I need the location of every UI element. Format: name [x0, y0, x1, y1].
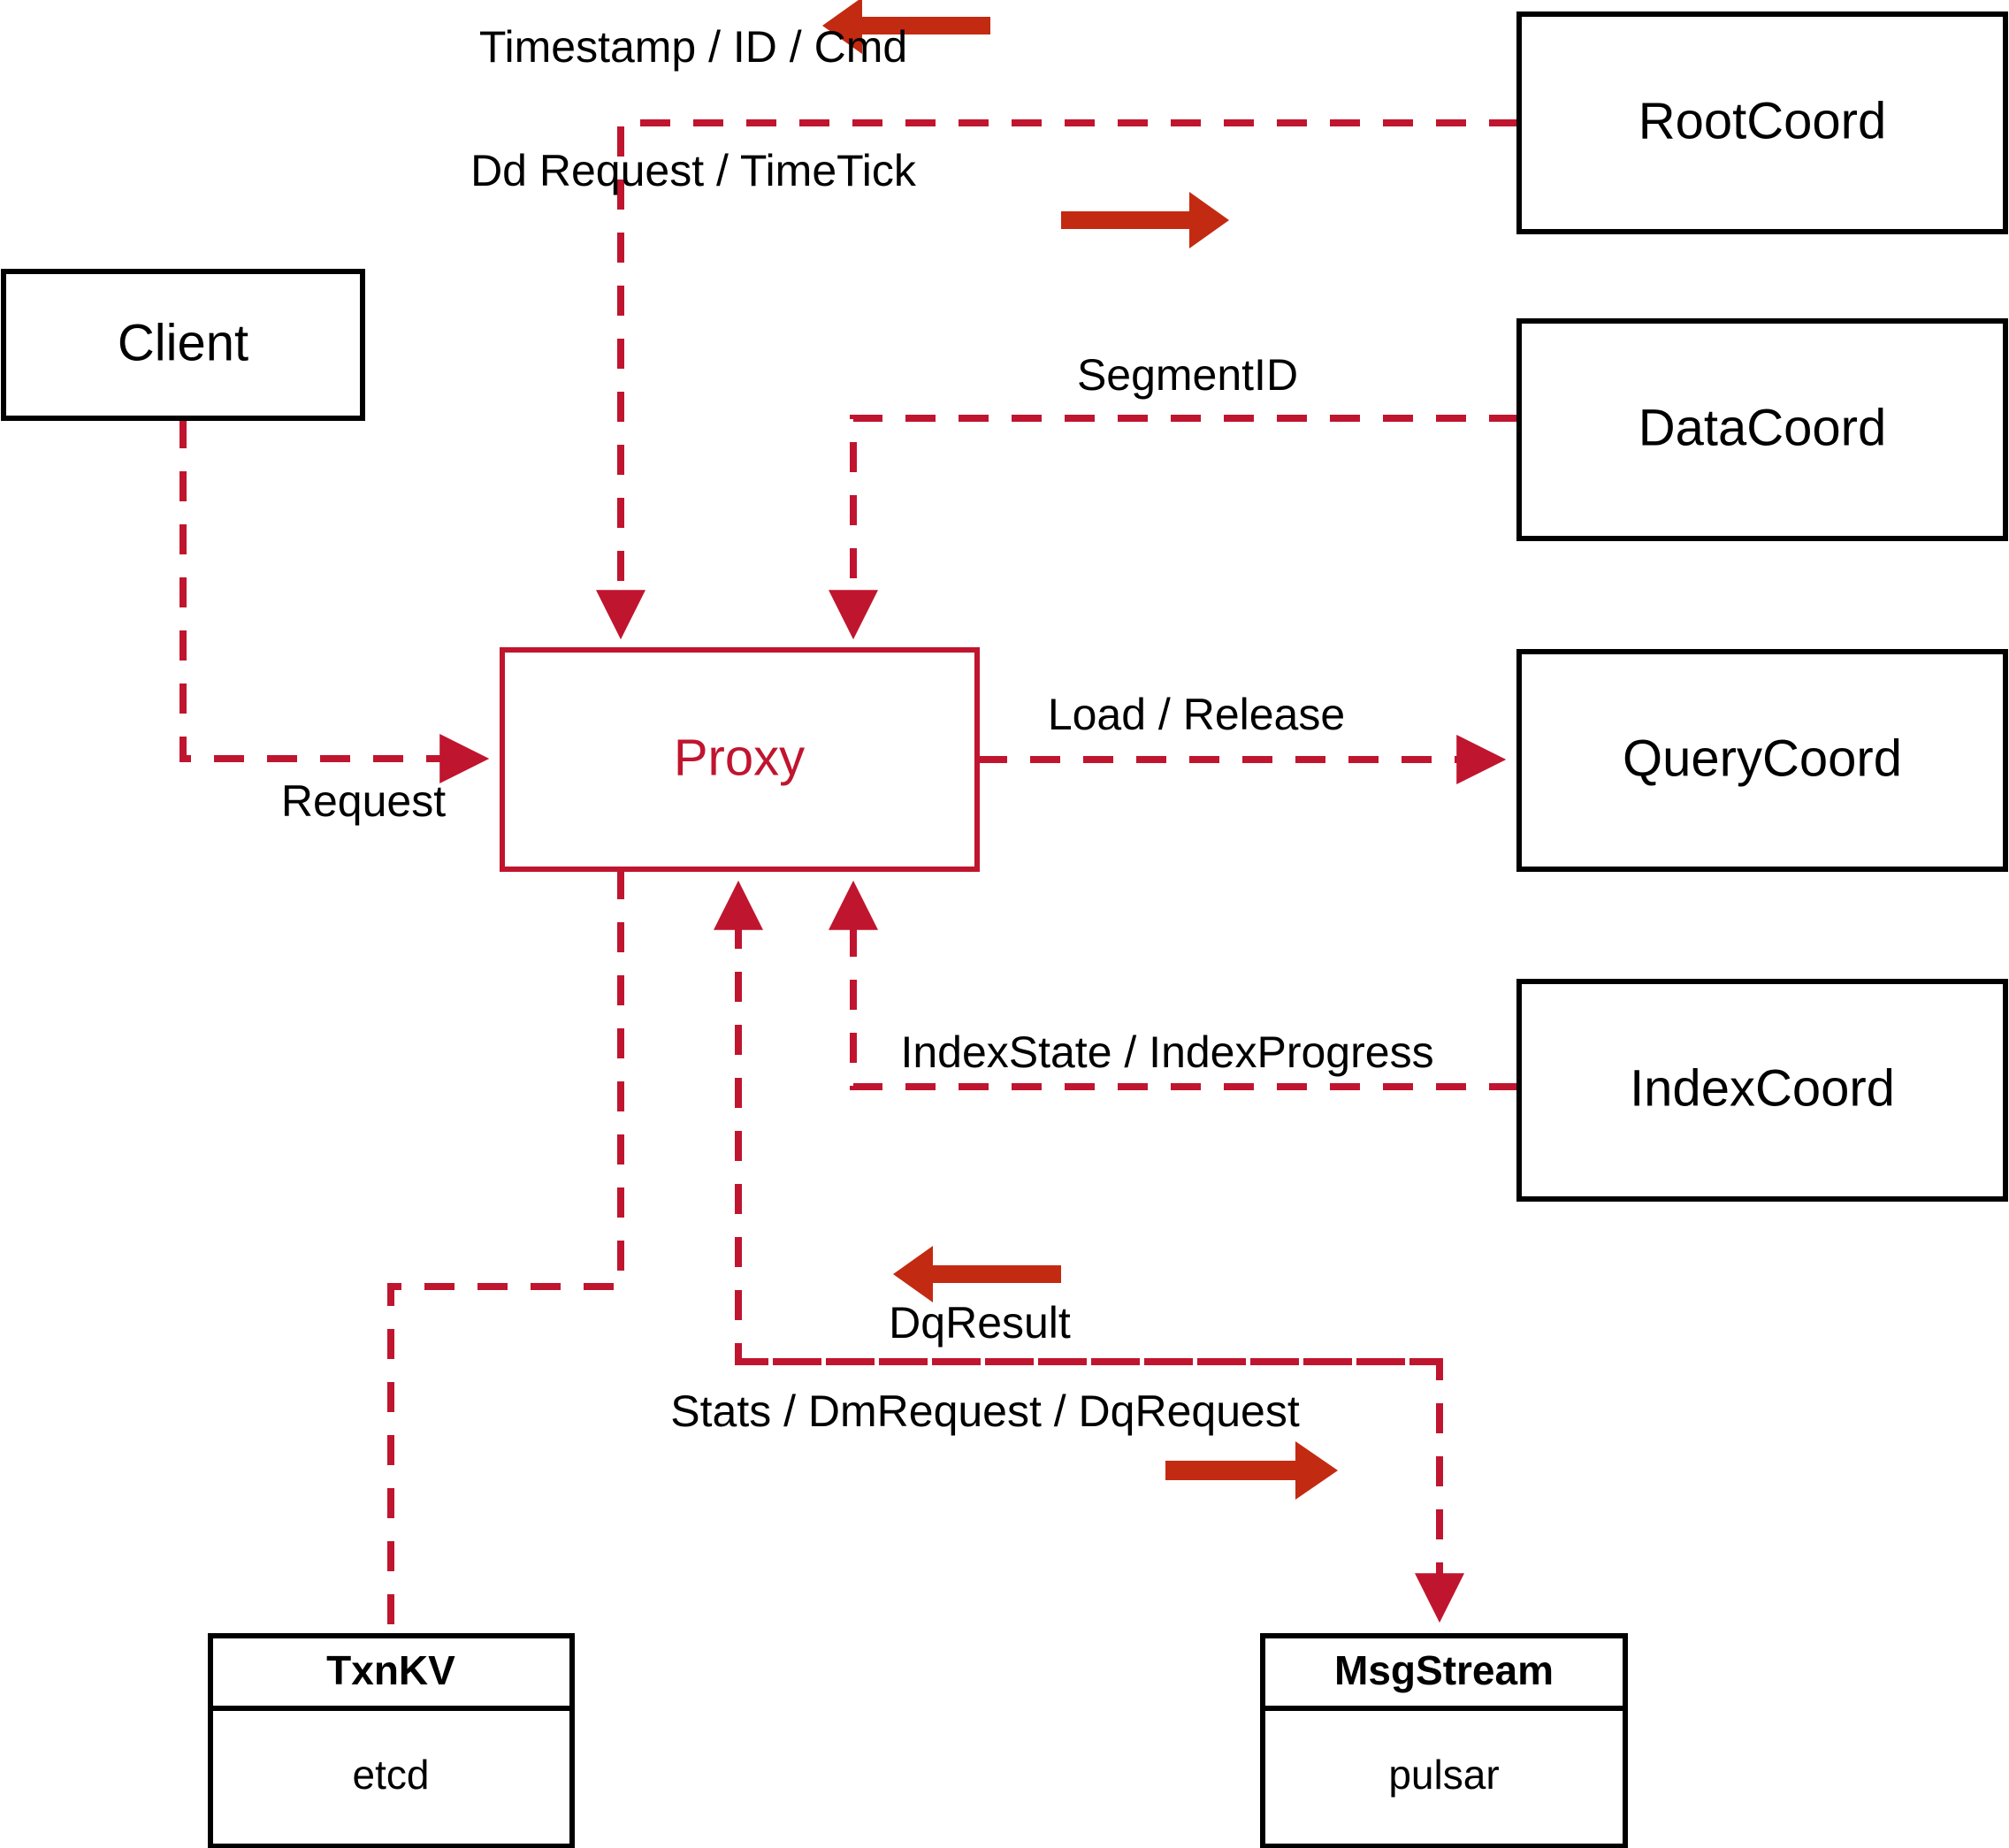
legend-arrow-ddrequest-right: [1061, 192, 1229, 248]
edge-msgstream-to-proxy: [714, 880, 1440, 1365]
edge-rootcoord-to-proxy: [596, 119, 1519, 640]
edge-proxy-to-txnkv: [387, 869, 624, 1636]
node-rootcoord[interactable]: RootCoord: [1516, 11, 2008, 234]
legend-arrow-timestamp-left: [822, 0, 990, 54]
node-msgstream-header: MsgStream: [1334, 1647, 1554, 1693]
legend-arrow-dqresult-left: [893, 1246, 1061, 1302]
node-proxy-label: Proxy: [674, 729, 805, 786]
node-indexcoord-label: IndexCoord: [1630, 1059, 1895, 1117]
edge-label-timestamp-id-cmd: Timestamp / ID / Cmd: [479, 22, 907, 72]
edge-label-segmentid: SegmentID: [1077, 350, 1298, 400]
node-txnkv-sub: etcd: [353, 1752, 430, 1798]
edge-label-dd-request-timetick: Dd Request / TimeTick: [470, 146, 917, 195]
edge-proxy-to-msgstream: [738, 1358, 1464, 1623]
edge-label-request: Request: [281, 776, 446, 826]
legend-arrow-dqrequest-right: [1165, 1441, 1338, 1500]
node-txnkv-header: TxnKV: [326, 1647, 455, 1693]
node-rootcoord-label: RootCoord: [1639, 92, 1886, 149]
node-txnkv[interactable]: TxnKV etcd: [208, 1633, 575, 1848]
node-client-label: Client: [118, 314, 248, 371]
node-client[interactable]: Client: [1, 269, 365, 421]
node-msgstream-sub: pulsar: [1388, 1752, 1499, 1798]
edge-label-indexstate-indexprogress: IndexState / IndexProgress: [900, 1027, 1433, 1077]
edge-client-to-proxy: [180, 418, 490, 783]
edge-datacoord-to-proxy: [829, 415, 1519, 640]
node-proxy[interactable]: Proxy: [500, 647, 980, 872]
node-querycoord[interactable]: QueryCoord: [1516, 649, 2008, 872]
node-msgstream[interactable]: MsgStream pulsar: [1260, 1633, 1628, 1848]
node-querycoord-label: QueryCoord: [1623, 729, 1902, 787]
edge-label-dqresult: DqResult: [889, 1298, 1071, 1348]
node-indexcoord[interactable]: IndexCoord: [1516, 979, 2008, 1202]
node-datacoord-label: DataCoord: [1639, 399, 1886, 456]
edge-indexcoord-to-proxy: [829, 880, 1519, 1090]
edge-label-load-release: Load / Release: [1048, 690, 1345, 739]
edge-label-stats-dmrequest-dqrequest: Stats / DmRequest / DqRequest: [670, 1386, 1300, 1436]
node-datacoord[interactable]: DataCoord: [1516, 318, 2008, 541]
